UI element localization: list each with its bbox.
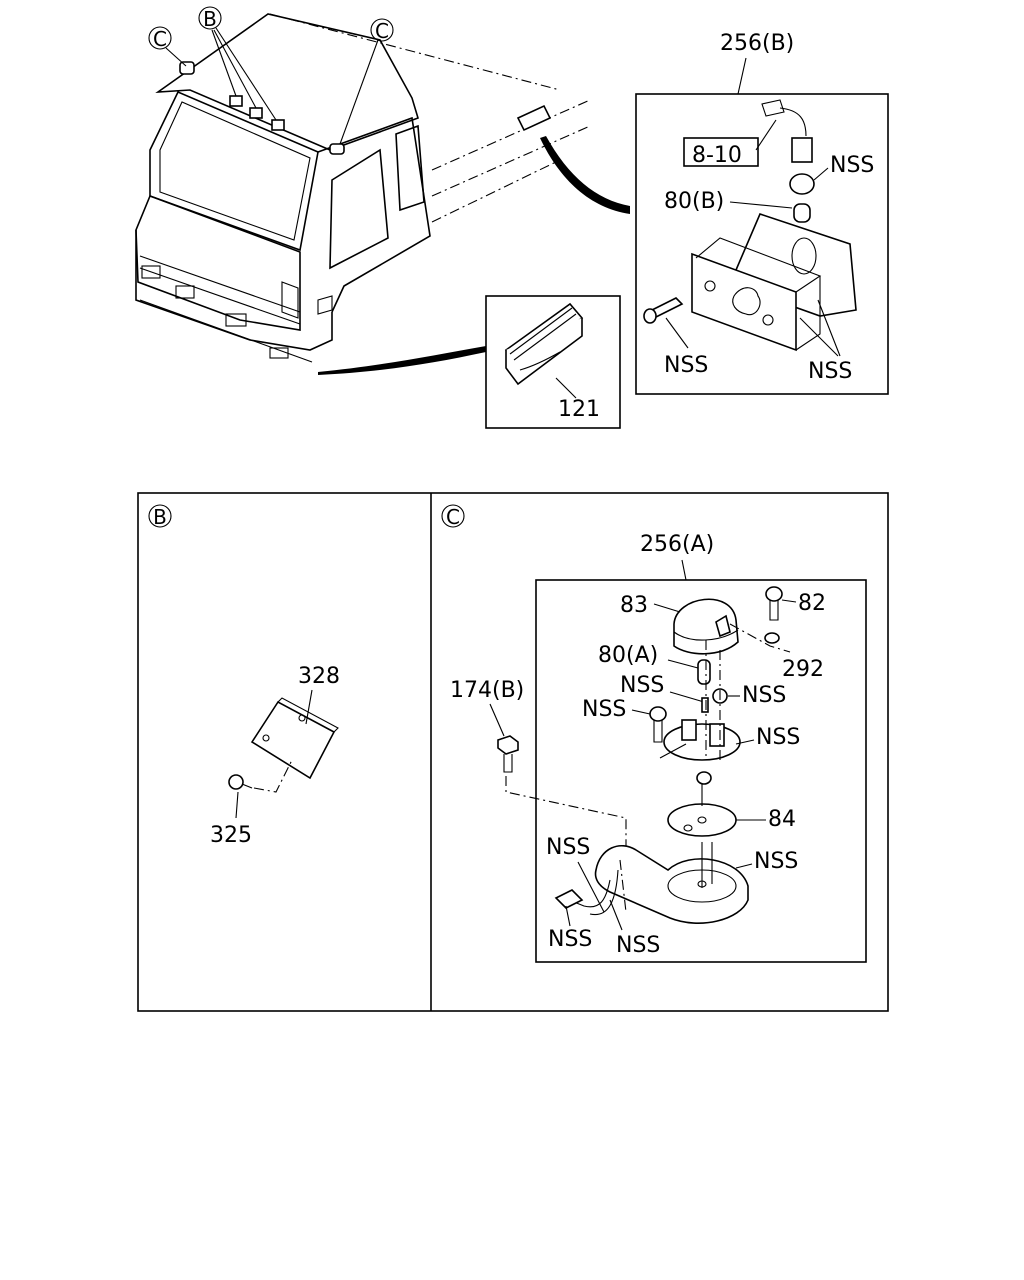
label-nss-256b-bolt: NSS xyxy=(664,353,708,378)
label-84: 84 xyxy=(768,807,796,832)
label-nss-wire: NSS xyxy=(546,835,590,860)
detail-121: 121 xyxy=(485,295,621,429)
label-328: 328 xyxy=(298,664,340,689)
label-292: 292 xyxy=(782,657,824,682)
label-325: 325 xyxy=(210,823,252,848)
label-nss-c: NSS xyxy=(582,697,626,722)
label-8-10: 8-10 xyxy=(692,143,742,168)
label-82: 82 xyxy=(798,591,826,616)
panel-c-marker: C xyxy=(446,505,460,529)
svg-text:C: C xyxy=(153,27,167,51)
panel-c: C 256(A) 83 82 292 80(A) NSS NSS NSS xyxy=(441,504,867,963)
label-83: 83 xyxy=(620,593,648,618)
label-nss-256b-top: NSS xyxy=(830,153,874,178)
detail-256b: 256(B) 8-10 NSS 80(B) NSS NSS xyxy=(635,31,889,395)
label-nss-conn: NSS xyxy=(548,927,592,952)
label-nss-d: NSS xyxy=(756,725,800,750)
callout-b-group: B xyxy=(198,6,277,121)
label-nss-base: NSS xyxy=(754,849,798,874)
label-80b: 80(B) xyxy=(664,189,724,214)
label-256b-title: 256(B) xyxy=(720,31,794,56)
label-nss-a: NSS xyxy=(620,673,664,698)
label-nss-lower: NSS xyxy=(616,933,660,958)
detail-panels-frame xyxy=(137,492,889,1012)
label-80a: 80(A) xyxy=(598,643,658,668)
svg-text:B: B xyxy=(203,7,217,31)
label-256a-title: 256(A) xyxy=(640,532,714,557)
callout-c-left: C xyxy=(148,26,187,67)
panel-b: B 328 325 xyxy=(148,504,340,848)
panel-b-marker: B xyxy=(153,505,167,529)
leader-arrow-256b xyxy=(540,136,630,214)
label-nss-256b-lens: NSS xyxy=(808,359,852,384)
callout-c-right: C xyxy=(339,18,394,145)
label-nss-b: NSS xyxy=(742,683,786,708)
label-121: 121 xyxy=(558,397,600,422)
svg-text:C: C xyxy=(375,19,389,43)
leader-arrow-121 xyxy=(318,346,486,375)
label-174b: 174(B) xyxy=(450,678,524,703)
truck-cab-illustration xyxy=(135,13,591,363)
